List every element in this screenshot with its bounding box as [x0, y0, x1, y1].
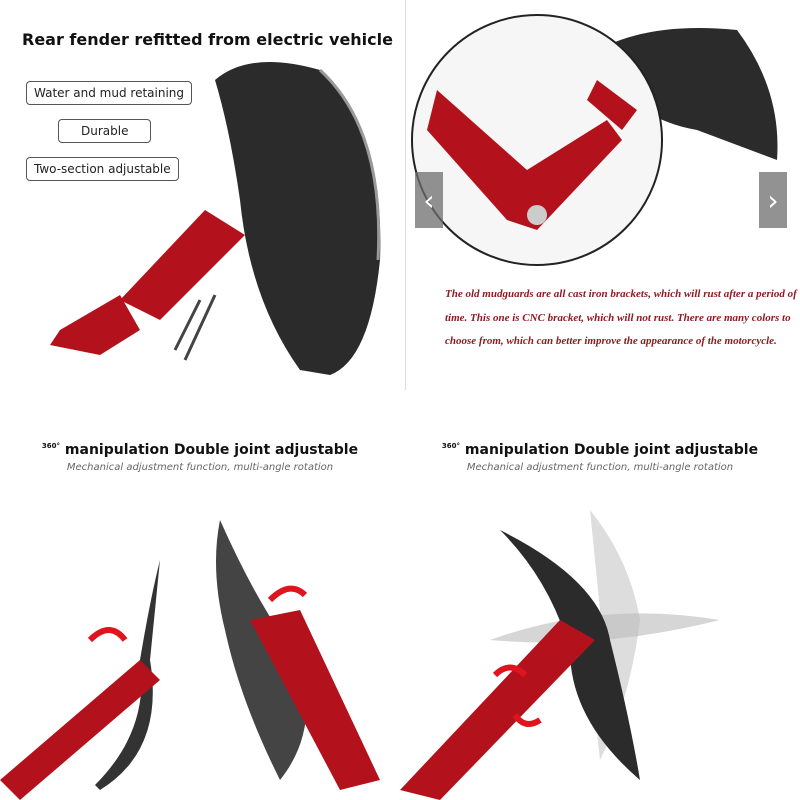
- panel-fender-overview: Rear fender refitted from electric vehic…: [0, 0, 405, 395]
- panel-subheading: Mechanical adjustment function, multi-an…: [66, 462, 334, 473]
- degree-label: 360°: [441, 442, 461, 450]
- product-description: The old mudguards are all cast iron brac…: [445, 288, 797, 347]
- feature-tag-water: Water and mud retaining: [26, 81, 193, 105]
- panel-cnc-bracket: The old mudguards are all cast iron brac…: [407, 0, 800, 395]
- bracket-closeup-image: [411, 14, 778, 266]
- feature-tag-durable: Durable: [58, 119, 152, 143]
- panel-heading: 360° manipulation Double joint adjustabl…: [0, 442, 400, 458]
- feature-tag-adjustable: Two-section adjustable: [26, 157, 179, 181]
- heading-text: manipulation Double joint adjustable: [64, 442, 359, 458]
- next-image-button[interactable]: ›: [759, 172, 787, 228]
- panel-title: Rear fender refitted from electric vehic…: [22, 30, 393, 49]
- previous-image-button[interactable]: ‹: [415, 172, 443, 228]
- joint-rotation-image: [0, 520, 380, 800]
- panel-joint-adjust-2: 360° manipulation Double joint adjustabl…: [400, 400, 800, 800]
- panel-heading: 360° manipulation Double joint adjustabl…: [400, 442, 800, 458]
- panel-joint-adjust-1: 360° manipulation Double joint adjustabl…: [0, 400, 400, 800]
- fender-product-image: [50, 62, 381, 375]
- panel-subheading: Mechanical adjustment function, multi-an…: [466, 462, 734, 473]
- chevron-left-icon: ‹: [423, 183, 435, 217]
- degree-label: 360°: [41, 442, 61, 450]
- divider: [405, 0, 406, 390]
- chevron-right-icon: ›: [767, 183, 779, 217]
- heading-text: manipulation Double joint adjustable: [464, 442, 759, 458]
- multi-angle-rotation-image: [400, 510, 720, 800]
